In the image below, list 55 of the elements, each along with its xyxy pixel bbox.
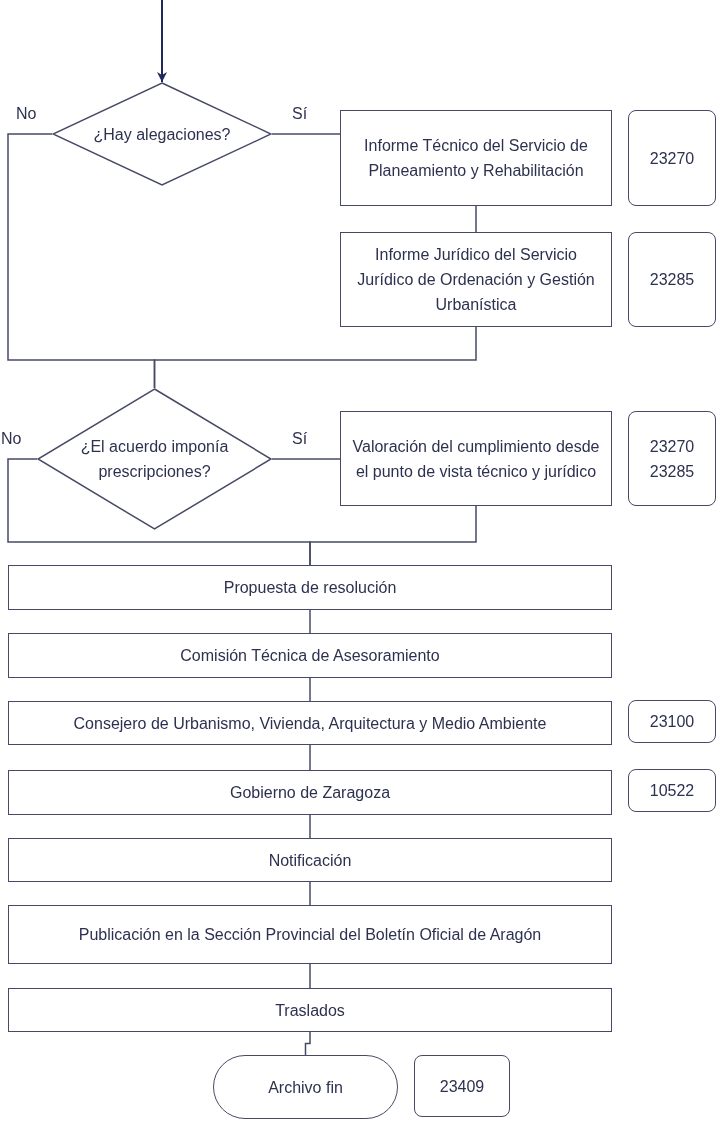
- process-box: [340, 110, 612, 206]
- arrow: [157, 0, 167, 83]
- code-number: 23270: [649, 148, 695, 169]
- node-text: Informe Técnico del Servicio de Planeamiento y Rehabilitación: [363, 136, 589, 181]
- process-box: [8, 633, 612, 678]
- node-text: Gobierno de Zaragoza: [229, 783, 391, 803]
- process-box: [8, 770, 612, 815]
- edge-label: No: [1, 429, 22, 449]
- node-text: ¿El acuerdo imponía prescripciones?: [79, 437, 230, 482]
- code-number: 23285: [649, 461, 695, 482]
- process-box: [8, 838, 612, 882]
- connector-line: [309, 963, 311, 989]
- edge-label: No: [16, 104, 37, 124]
- node-text: ¿Hay alegaciones?: [92, 124, 232, 145]
- code-number: 23409: [439, 1076, 485, 1097]
- connector-line: [475, 205, 477, 233]
- node-text: Publicación en la Sección Provincial del Boletín Oficial de Aragón: [78, 925, 542, 945]
- connector-line: [309, 744, 311, 771]
- process-box: [8, 701, 612, 745]
- edge-label: Sí: [292, 104, 308, 124]
- code-number: 10522: [649, 781, 695, 801]
- process-box: [8, 988, 612, 1032]
- connector-line: [271, 133, 341, 135]
- node-text: Archivo fin: [268, 1077, 343, 1098]
- connector-line: [304, 1031, 311, 1056]
- process-box: [8, 565, 612, 610]
- connector-line: [309, 814, 311, 839]
- node-text: Traslados: [275, 1000, 345, 1021]
- connector-line: [309, 881, 311, 906]
- process-box: [340, 232, 612, 327]
- code-box: [414, 1055, 510, 1117]
- process-box: [340, 411, 612, 506]
- node-text: Propuesta de resolución: [223, 578, 397, 598]
- code-number: 23100: [649, 712, 695, 732]
- code-box: [628, 769, 716, 812]
- code-box: [628, 110, 716, 206]
- edge-label: Sí: [292, 429, 308, 449]
- process-box: [8, 905, 612, 964]
- connector-line: [309, 677, 311, 702]
- node-text: Notificación: [268, 850, 352, 871]
- code-number: 23285: [649, 270, 695, 290]
- code-box: [628, 411, 716, 506]
- decision-diamond: [37, 388, 272, 530]
- node-text: Informe Jurídico del Servicio Jurídico de Ordenación y Gestión Urbanística: [356, 245, 596, 315]
- code-number: 23270: [649, 436, 695, 457]
- code-box: [628, 700, 716, 743]
- code-box: [628, 232, 716, 327]
- connector-line: [153, 326, 477, 389]
- connector-line: [309, 609, 311, 634]
- node-text: Comisión Técnica de Asesoramiento: [180, 646, 440, 666]
- node-text: Valoración del cumplimiento desde el punto de vista técnico y jurídico: [351, 436, 601, 482]
- node-text: Consejero de Urbanismo, Vivienda, Arquitectura y Medio Ambiente: [73, 713, 547, 734]
- connector-line: [271, 458, 341, 460]
- decision-diamond: [52, 82, 272, 186]
- connector-line: [309, 505, 477, 566]
